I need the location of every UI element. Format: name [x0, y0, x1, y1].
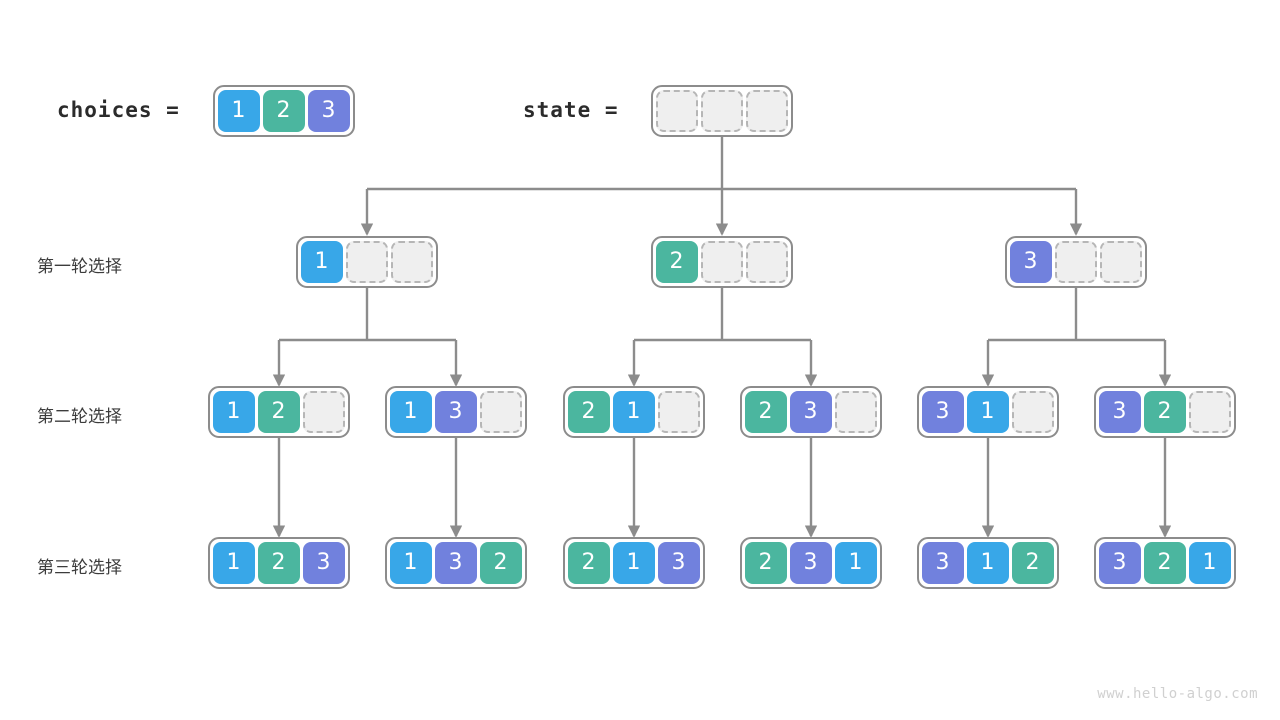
- array-cell-empty: [1054, 240, 1097, 283]
- array-cell-filled: 1: [612, 541, 655, 584]
- tree-node-1-2: 3: [1004, 235, 1147, 288]
- array-cell-filled: 1: [212, 390, 255, 433]
- array-cell-empty: [745, 89, 788, 132]
- array-cell-filled: 1: [300, 240, 343, 283]
- array-cell-filled: 3: [657, 541, 700, 584]
- array-cell-filled: 3: [921, 541, 964, 584]
- array-cell-empty: [302, 390, 345, 433]
- array-cell-filled: 3: [1098, 390, 1141, 433]
- array-cell-filled: 2: [567, 541, 610, 584]
- array-cell-filled: 3: [302, 541, 345, 584]
- array-cell-empty: [1099, 240, 1142, 283]
- array-cell-filled: 3: [307, 89, 350, 132]
- array-cell-filled: 2: [479, 541, 522, 584]
- row-label-round-3: 第三轮选择: [37, 558, 122, 578]
- array-cell-filled: 1: [1188, 541, 1231, 584]
- array-cell-filled: 2: [567, 390, 610, 433]
- array-cell-filled: 1: [834, 541, 877, 584]
- array-cell-filled: 1: [966, 541, 1009, 584]
- array-cell-filled: 3: [434, 390, 477, 433]
- array-cell-empty: [479, 390, 522, 433]
- row-label-round-1: 第一轮选择: [37, 257, 122, 277]
- tree-node-1-1: 2: [650, 235, 793, 288]
- array-cell-filled: 2: [262, 89, 305, 132]
- array-cell-filled: 3: [1009, 240, 1052, 283]
- array-cell-filled: 3: [434, 541, 477, 584]
- state-array: [650, 84, 793, 137]
- array-cell-empty: [834, 390, 877, 433]
- array-cell-filled: 3: [921, 390, 964, 433]
- array-cell-filled: 1: [217, 89, 260, 132]
- array-cell-empty: [345, 240, 388, 283]
- array-cell-empty: [390, 240, 433, 283]
- tree-node-1-0: 1: [295, 235, 438, 288]
- array-cell-empty: [700, 89, 743, 132]
- array-cell-filled: 3: [1098, 541, 1141, 584]
- array-cell-filled: 1: [612, 390, 655, 433]
- array-cell-empty: [655, 89, 698, 132]
- array-cell-filled: 1: [212, 541, 255, 584]
- array-cell-filled: 3: [789, 390, 832, 433]
- array-cell-filled: 2: [1011, 541, 1054, 584]
- watermark: www.hello-algo.com: [1097, 686, 1258, 702]
- array-cell-filled: 3: [789, 541, 832, 584]
- array-cell-empty: [700, 240, 743, 283]
- array-cell-filled: 2: [257, 541, 300, 584]
- array-cell-filled: 2: [257, 390, 300, 433]
- array-cell-filled: 1: [966, 390, 1009, 433]
- array-cell-filled: 1: [389, 390, 432, 433]
- row-label-round-2: 第二轮选择: [37, 407, 122, 427]
- choices-label: choices =: [57, 98, 180, 122]
- array-cell-empty: [657, 390, 700, 433]
- array-cell-filled: 2: [744, 541, 787, 584]
- array-cell-empty: [745, 240, 788, 283]
- array-cell-filled: 2: [744, 390, 787, 433]
- array-cell-filled: 2: [1143, 541, 1186, 584]
- array-cell-filled: 2: [1143, 390, 1186, 433]
- array-cell-filled: 1: [389, 541, 432, 584]
- array-cell-filled: 2: [655, 240, 698, 283]
- state-label: state =: [523, 98, 619, 122]
- array-cell-empty: [1011, 390, 1054, 433]
- array-cell-empty: [1188, 390, 1231, 433]
